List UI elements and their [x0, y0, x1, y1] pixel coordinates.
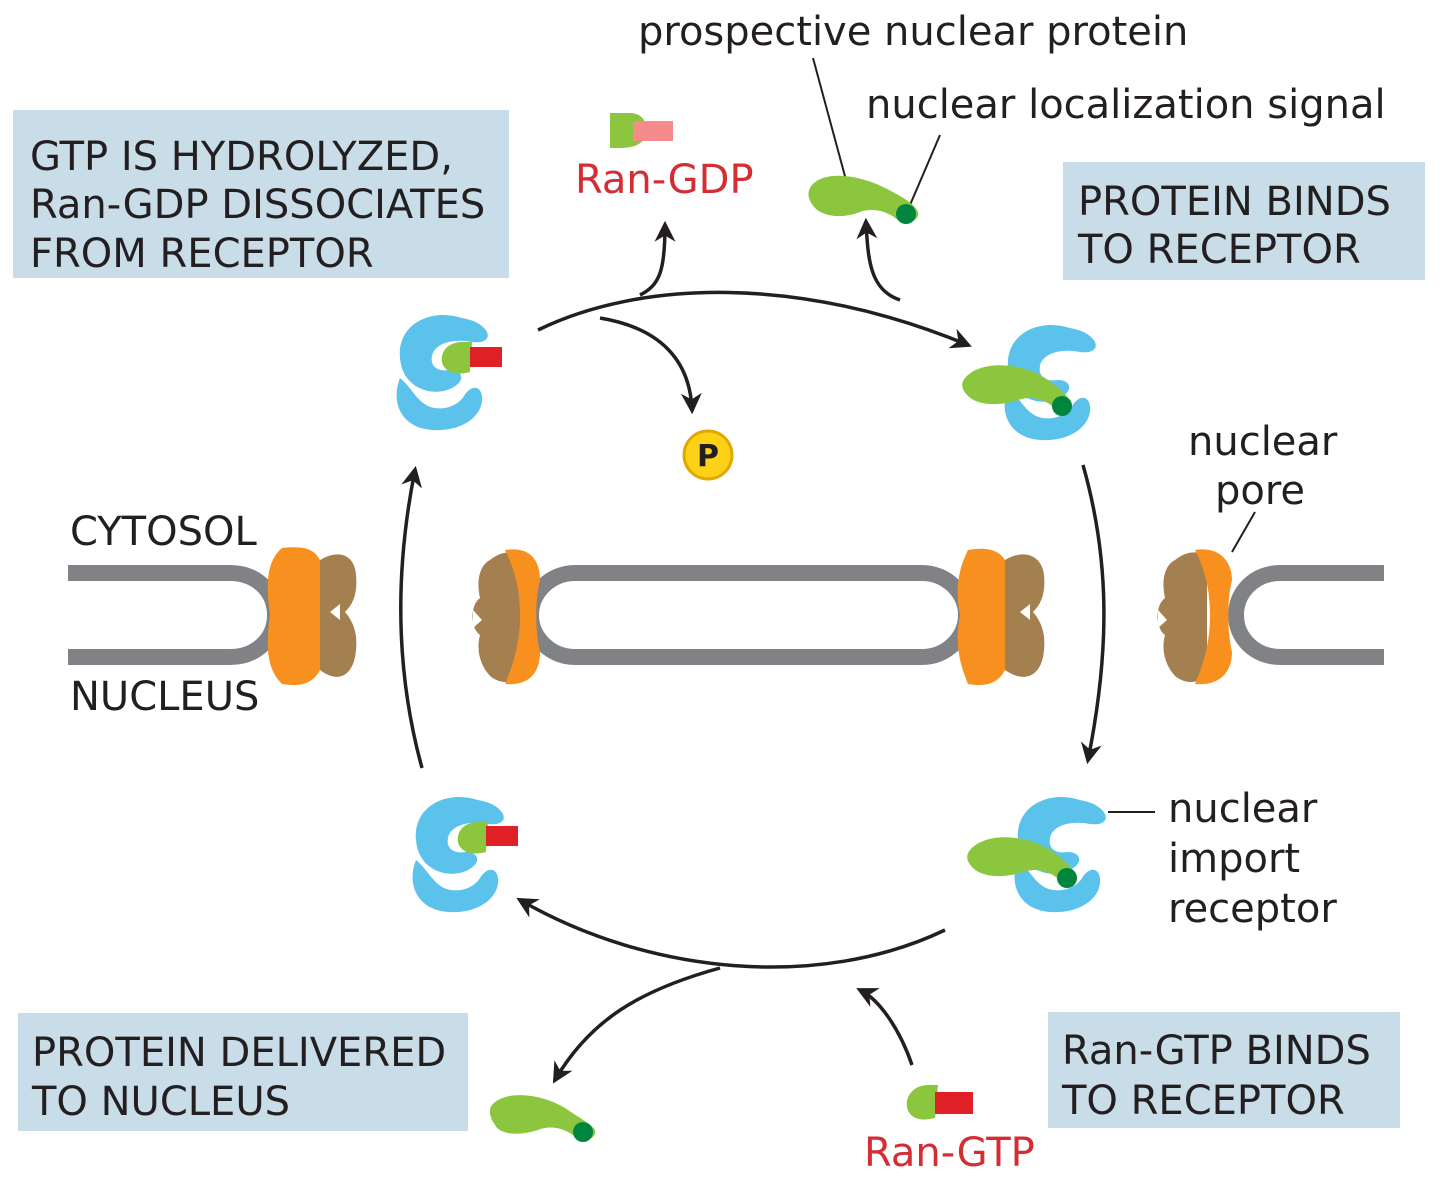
- receptor-ran-gtp-top-left: [396, 314, 502, 431]
- delivered-protein-icon: [489, 1095, 596, 1142]
- nuclear-pore-center-left: [472, 549, 540, 685]
- arrow-right-down: [1080, 464, 1106, 765]
- arrow-ran-gtp-incoming: [856, 988, 914, 1066]
- step-hydrolysis-line3: FROM RECEPTOR: [30, 231, 374, 277]
- arrow-protein-incoming: [856, 217, 901, 302]
- phosphate-label: P: [697, 439, 719, 474]
- ran-gdp-icon: [610, 113, 673, 148]
- arrow-phosphate-out: [599, 316, 702, 415]
- step-binding-line1: PROTEIN BINDS: [1078, 179, 1391, 225]
- step-hydrolysis-line2: Ran-GDP DISSOCIATES: [30, 182, 485, 228]
- nuclear-envelope-right: [1227, 565, 1384, 665]
- arrow-bottom-arc: [516, 897, 946, 969]
- step-box-hydrolysis: GTP IS HYDROLYZED, Ran-GDP DISSOCIATES F…: [13, 110, 509, 278]
- ran-gtp-label: Ran-GTP: [864, 1130, 1035, 1176]
- pore-leader-line: [1231, 511, 1256, 553]
- receptor-ran-gtp-bottom-left: [412, 796, 518, 913]
- step-delivery-line1: PROTEIN DELIVERED: [32, 1030, 446, 1076]
- step-binding-line2: TO RECEPTOR: [1077, 227, 1361, 273]
- receptor-protein-bottom-right: [967, 796, 1106, 913]
- nuclear-pore-left: [267, 547, 357, 686]
- step-hydrolysis-line1: GTP IS HYDROLYZED,: [30, 134, 453, 180]
- cytosol-label: CYTOSOL: [70, 509, 257, 555]
- prospective-protein-icon: [808, 175, 919, 224]
- arrow-top-arc: [537, 290, 972, 349]
- nuclear-pore-right: [1157, 549, 1232, 685]
- arrow-protein-delivered: [552, 966, 721, 1084]
- import-receptor-label-line3: receptor: [1168, 886, 1337, 932]
- nls-label: nuclear localization signal: [866, 82, 1386, 128]
- step-box-delivery: PROTEIN DELIVERED TO NUCLEUS: [18, 1013, 468, 1131]
- nuclear-pore-label-line1: nuclear: [1188, 419, 1338, 465]
- nuclear-envelope-center: [522, 565, 975, 665]
- step-ran-gtp-line1: Ran-GTP BINDS: [1062, 1028, 1371, 1074]
- nuclear-envelope-left: [68, 565, 284, 665]
- arrow-ran-gdp-out: [639, 220, 676, 297]
- step-ran-gtp-line2: TO RECEPTOR: [1061, 1078, 1345, 1124]
- import-receptor-label-line2: import: [1168, 836, 1300, 882]
- import-receptor-label-line1: nuclear: [1168, 786, 1318, 832]
- receptor-protein-top-right: [962, 324, 1096, 441]
- phosphate-icon: P: [682, 429, 734, 481]
- nls-leader-line: [909, 134, 941, 206]
- step-box-binding: PROTEIN BINDS TO RECEPTOR: [1063, 162, 1425, 280]
- arrow-left-up: [399, 465, 424, 769]
- nuclear-pore-center-right: [957, 548, 1045, 686]
- step-box-ran-gtp-binding: Ran-GTP BINDS TO RECEPTOR: [1048, 1012, 1400, 1128]
- step-delivery-line2: TO NUCLEUS: [31, 1079, 290, 1125]
- ran-gdp-label: Ran-GDP: [575, 157, 754, 203]
- nucleus-label: NUCLEUS: [70, 674, 259, 720]
- protein-leader-line: [812, 57, 847, 181]
- nuclear-pore-label-line2: pore: [1215, 468, 1305, 514]
- ran-gtp-icon: [906, 1085, 973, 1120]
- prospective-protein-label: prospective nuclear protein: [638, 9, 1188, 55]
